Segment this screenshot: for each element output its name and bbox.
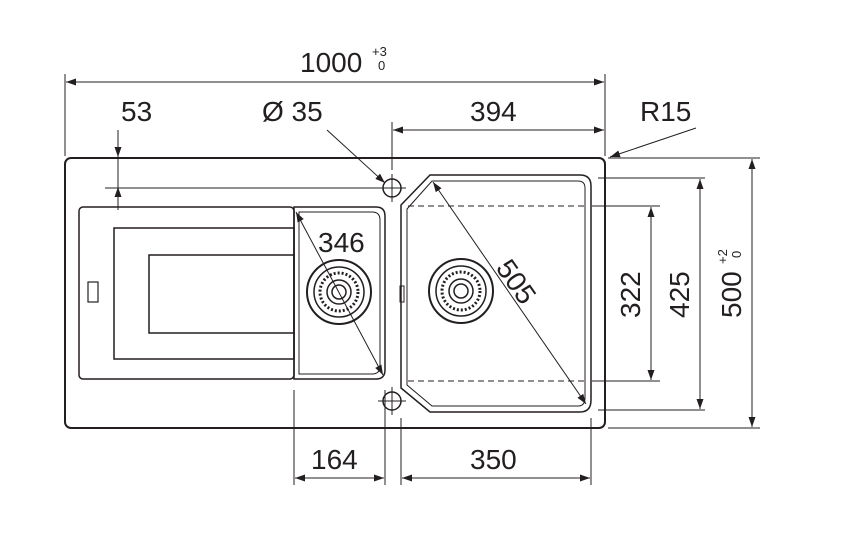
small-bowl-outline <box>293 206 386 380</box>
tap-hole-bottom <box>378 387 406 415</box>
drainer-groove-rect <box>148 254 295 334</box>
sink-outer-outline <box>64 157 606 429</box>
label-tap-hole: Ø 35 <box>262 96 323 127</box>
label-bowl-depth-outer: 425 <box>664 271 695 318</box>
label-drainer-offset: 53 <box>121 96 152 127</box>
label-bowl-depth-inner: 322 <box>615 271 646 318</box>
label-small-bowl-diag: 346 <box>318 227 365 258</box>
drainer-inner-rect <box>113 227 295 360</box>
extension-lines <box>64 74 760 485</box>
drainer-outline <box>78 206 295 380</box>
tap-hole-top <box>378 174 406 202</box>
label-total-depth-tol-lower: 0 <box>729 251 744 258</box>
label-main-bowl-diag: 505 <box>490 254 542 310</box>
main-bowl-outline <box>400 174 592 413</box>
dim-line-346 <box>295 211 384 376</box>
label-total-depth: 500 <box>716 271 747 318</box>
label-small-bowl-width: 164 <box>311 444 358 475</box>
label-total-depth-tol-upper: +2 <box>715 249 730 264</box>
label-corner-radius: R15 <box>640 96 691 127</box>
dimension-labels: 1000 +3 0 53 Ø 35 394 R15 346 505 322 42… <box>121 44 747 475</box>
dimension-lines <box>66 78 756 482</box>
dim-leader-tap-hole <box>326 129 386 184</box>
label-total-width-tol-lower: 0 <box>378 58 385 73</box>
label-main-bowl-width: 350 <box>470 444 517 475</box>
bowl-connector <box>399 285 405 303</box>
label-main-bowl-width-top: 394 <box>470 96 517 127</box>
label-total-width: 1000 <box>300 47 362 78</box>
dim-line-505 <box>432 181 587 405</box>
main-bowl-strainer <box>428 258 494 324</box>
main-bowl-inner <box>406 180 586 407</box>
label-total-width-tol-upper: +3 <box>372 44 387 59</box>
dim-leader-radius <box>609 127 697 158</box>
overflow-slot <box>87 281 99 303</box>
